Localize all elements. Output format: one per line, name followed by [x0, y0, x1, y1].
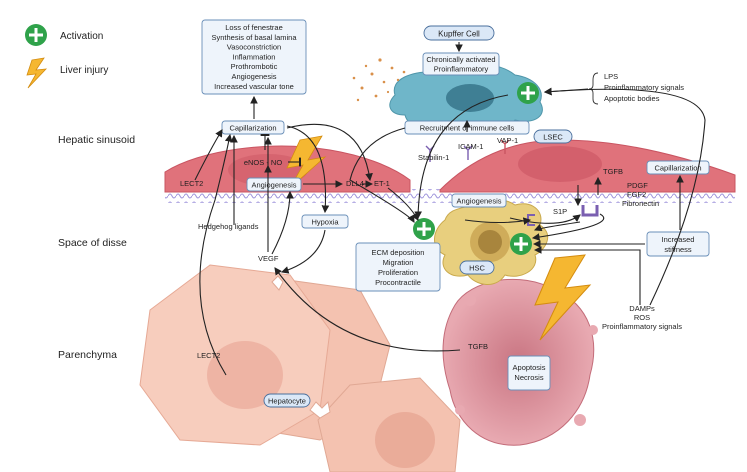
kupffer-title-pill	[423, 25, 495, 41]
hsc-function-4: Procontractile	[375, 278, 421, 287]
activation-icon-hsc-left	[413, 218, 435, 240]
lsec-title: LSEC	[543, 133, 563, 142]
hsc-functions-box	[355, 242, 441, 292]
hepatocyte-cells	[139, 264, 461, 472]
lightning-enos-icon	[286, 135, 327, 189]
ros-label: ROS	[634, 313, 650, 322]
apoptotic-debris	[352, 58, 406, 102]
stabilin-label: Stabilin-1	[418, 153, 449, 162]
et1-label: ET-1	[374, 179, 390, 188]
region-label-disse: Space of disse	[58, 237, 127, 249]
tgfb-hepatocyte-label: TGFB	[468, 342, 488, 351]
necrosis-label: Necrosis	[514, 373, 543, 382]
consequence-item: Increased vascular tone	[214, 82, 294, 91]
capillarization-right-box	[646, 160, 710, 175]
angiogenesis-left-label: Angiogenesis	[251, 181, 296, 190]
activation-icon-kupffer	[517, 82, 539, 104]
region-label-parenchyma: Parenchyma	[58, 349, 117, 361]
hsc-function-3: Proliferation	[378, 268, 418, 277]
legend: Activation Liver injury	[25, 24, 108, 89]
kupffer-title: Kupffer Cell	[438, 30, 480, 39]
capillarization-right-label: Capillarization	[654, 164, 701, 173]
apoptosis-box	[507, 355, 551, 391]
hepatocyte-title-pill	[263, 393, 311, 408]
angiogenesis-right-label: Angiogenesis	[456, 197, 501, 206]
consequence-item: Angiogenesis	[231, 72, 276, 81]
lsec-title-pill	[533, 129, 573, 144]
enos-label: eNOS - NO	[244, 158, 283, 167]
hsc-function-2: Migration	[383, 258, 414, 267]
capillarization-left-label: Capillarization	[229, 124, 276, 133]
hypoxia-label: Hypoxia	[311, 218, 339, 227]
vegf-label: VEGF	[258, 254, 279, 263]
s1p-receptor	[581, 205, 599, 217]
proinflammatory-signals-label: Proinflammatory signals	[602, 322, 682, 331]
kupffer-state-box	[422, 52, 500, 76]
icam-label: ICAM-1	[458, 142, 483, 151]
pdgf-label: PDGF	[627, 181, 648, 190]
lsec-receptors	[425, 139, 510, 162]
consequence-item: Prothrombotic	[231, 62, 278, 71]
lect2-lsec-label: LECT2	[180, 179, 203, 188]
consequences-box	[201, 19, 307, 95]
damps-label: DAMPs	[629, 304, 655, 313]
angiogenesis-right-box	[451, 193, 507, 208]
hsc-function-1: ECM deposition	[372, 248, 425, 257]
fgf2-label: FGF2	[627, 190, 646, 199]
signal-lps: LPS	[604, 72, 618, 81]
hypoxia-box	[301, 214, 349, 229]
s1p-label: S1P	[553, 207, 567, 216]
legend-activation-label: Activation	[60, 31, 103, 42]
lect2-hepatocyte-label: LECT2	[197, 351, 220, 360]
stiffness-line-2: stiffness	[664, 245, 692, 254]
consequence-item: Synthesis of basal lamina	[211, 33, 297, 42]
consequence-item: Loss of fenestrae	[225, 23, 283, 32]
consequence-item: Vasoconstriction	[227, 43, 281, 52]
apoptosis-label: Apoptosis	[513, 363, 546, 372]
region-label-sinusoid: Hepatic sinusoid	[58, 134, 135, 146]
lightning-legend-icon	[26, 57, 48, 89]
angiogenesis-left-box	[246, 177, 302, 192]
stiffness-box	[646, 231, 710, 257]
capillarization-left-box	[221, 120, 285, 135]
lightning-injury-icon	[534, 254, 592, 341]
activation-icon-hsc-right	[510, 233, 532, 255]
pathway-arrows	[194, 42, 706, 376]
tgfb-lsec-label: TGFB	[603, 167, 623, 176]
consequence-item: Inflammation	[233, 52, 276, 61]
hsc-title-pill	[459, 260, 495, 275]
hsc-title: HSC	[469, 264, 485, 273]
vap-label: VAP-1	[497, 136, 518, 145]
legend-injury-label: Liver injury	[60, 65, 108, 76]
apoptotic-hepatocyte	[442, 254, 598, 446]
hepatocyte-title: Hepatocyte	[268, 397, 306, 406]
signal-apoptotic: Apoptotic bodies	[604, 94, 660, 103]
kupffer-state-1: Chronically activated	[426, 55, 495, 64]
fibronectin-label: Fibronectin	[622, 199, 659, 208]
hedgehog-label: Hedgehog ligands	[198, 222, 259, 231]
kupffer-state-2: Proinflammatory	[434, 65, 489, 74]
signal-proinflammatory: Proinflammatory signals	[604, 83, 684, 92]
lsec-cell-left	[164, 145, 411, 193]
